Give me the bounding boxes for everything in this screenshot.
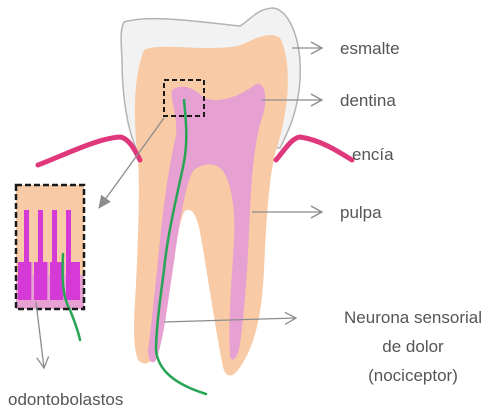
- label-gum: encía: [352, 145, 394, 164]
- gum-left: [38, 137, 140, 165]
- label-pulp: pulpa: [340, 203, 382, 222]
- label-dentin: dentina: [340, 91, 396, 110]
- label-odontoblasts: odontobolastos: [8, 390, 123, 409]
- odontoblast-inset: [16, 185, 84, 340]
- label-neuron-line1: Neurona sensorial: [344, 308, 482, 327]
- label-neuron-line2: de dolor: [382, 337, 444, 356]
- label-enamel: esmalte: [340, 39, 400, 58]
- gum-right: [276, 137, 352, 160]
- label-neuron-line3: (nociceptor): [368, 366, 458, 385]
- arrow-odontoblasts: [36, 302, 44, 368]
